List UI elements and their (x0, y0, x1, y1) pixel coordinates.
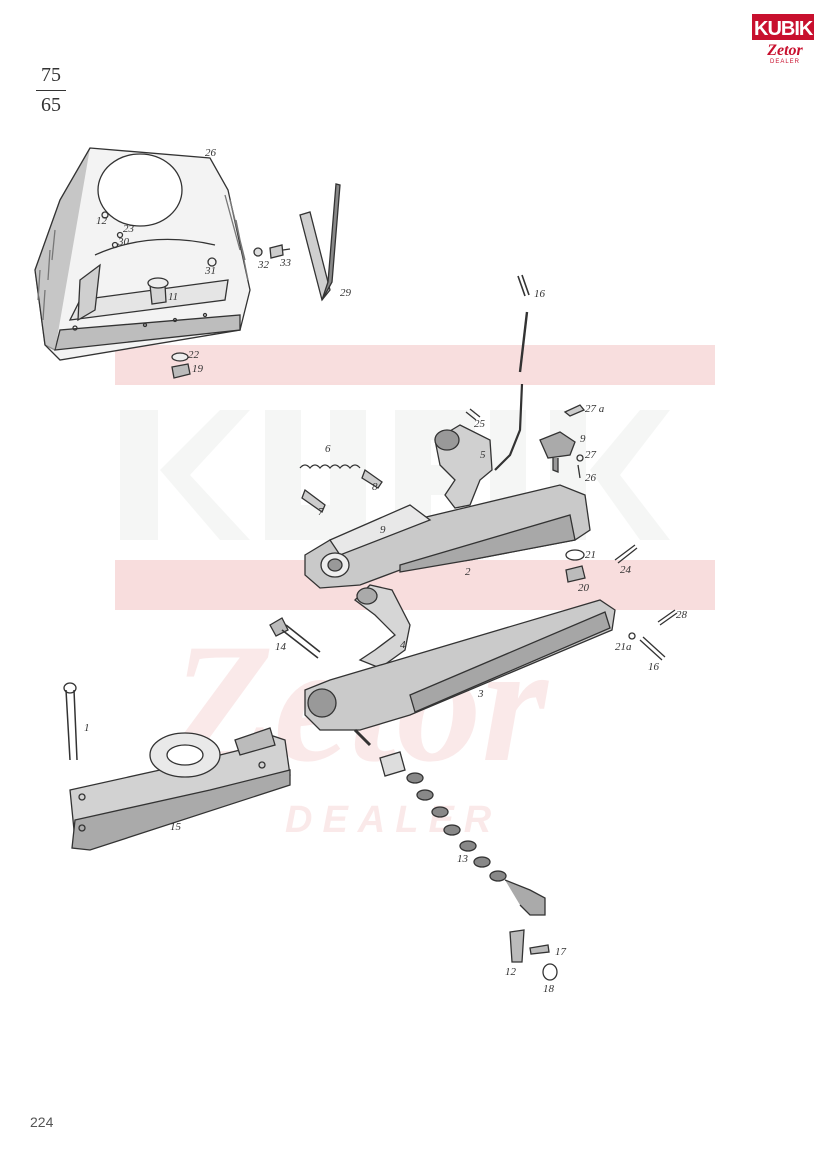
label-16b: 16 (648, 661, 660, 673)
label-19: 19 (192, 363, 204, 375)
bolt-part-14 (269, 617, 321, 659)
part-labels: 26 12 23 30 31 11 32 33 29 22 19 16 27 a… (84, 147, 688, 995)
label-22: 22 (188, 349, 200, 361)
label-32: 32 (257, 259, 270, 271)
label-27a: 27 a (585, 403, 605, 415)
spring-part-6 (299, 464, 383, 513)
rod-part-16 (494, 274, 530, 471)
label-21a: 21a (615, 641, 632, 653)
hook-part-5 (434, 424, 493, 509)
label-11: 11 (168, 291, 178, 303)
label-20: 20 (578, 582, 590, 594)
label-13: 13 (457, 853, 469, 865)
label-31: 31 (204, 265, 216, 277)
label-1: 1 (84, 722, 90, 734)
label-5: 5 (480, 449, 486, 461)
label-26: 26 (205, 147, 217, 159)
label-12: 12 (96, 215, 108, 227)
label-2: 2 (465, 566, 471, 578)
label-18: 18 (543, 983, 555, 995)
label-15: 15 (170, 821, 182, 833)
bolt-part-33 (253, 244, 291, 259)
label-6: 6 (325, 443, 331, 455)
nut-part-20 (565, 549, 586, 583)
pin-part-24 (614, 544, 638, 564)
plate-part-29 (299, 183, 341, 302)
pin-part-1 (63, 682, 78, 761)
pin-part-28 (628, 609, 678, 661)
logo-dealer-text: DEALER (769, 59, 800, 65)
logo-zetor-text: Zetor (767, 42, 803, 59)
upper-arm-part-2 (304, 484, 591, 589)
label-4: 4 (400, 639, 406, 651)
label-21: 21 (585, 549, 596, 561)
model-fraction: 75 65 (36, 64, 66, 117)
label-28: 28 (676, 609, 688, 621)
fraction-numerator: 75 (41, 64, 61, 86)
label-16a: 16 (534, 288, 546, 300)
label-23: 23 (123, 223, 135, 235)
label-12b: 12 (505, 966, 517, 978)
label-26b: 26 (585, 472, 597, 484)
label-9b: 9 (380, 524, 386, 536)
label-25: 25 (474, 418, 486, 430)
label-17: 17 (555, 946, 567, 958)
pin-part-25 (465, 408, 481, 421)
clip-part-27a (563, 404, 586, 417)
label-9: 9 (580, 433, 586, 445)
nut-part-19 (171, 352, 191, 379)
page-number: 224 (30, 1114, 54, 1130)
lower-arm-part-3 (304, 599, 616, 747)
drawbar-part-15 (69, 727, 291, 851)
label-29: 29 (340, 287, 352, 299)
label-14: 14 (275, 641, 287, 653)
kubik-zetor-logo: KUBIK Zetor DEALER (752, 14, 818, 70)
latch-part-9 (539, 431, 584, 479)
label-24: 24 (620, 564, 632, 576)
label-30: 30 (117, 236, 130, 248)
label-27: 27 (585, 449, 597, 461)
fraction-denominator: 65 (41, 94, 61, 116)
label-3: 3 (477, 688, 484, 700)
label-8: 8 (372, 481, 378, 493)
logo-kubik-text: KUBIK (752, 14, 814, 40)
fraction-bar (36, 90, 66, 91)
label-7: 7 (318, 506, 324, 518)
hook-part-4 (354, 584, 411, 669)
pin-part-12 (509, 929, 558, 981)
chain-part-13 (379, 751, 546, 916)
label-33: 33 (279, 257, 292, 269)
housing-part-26 (34, 147, 251, 361)
